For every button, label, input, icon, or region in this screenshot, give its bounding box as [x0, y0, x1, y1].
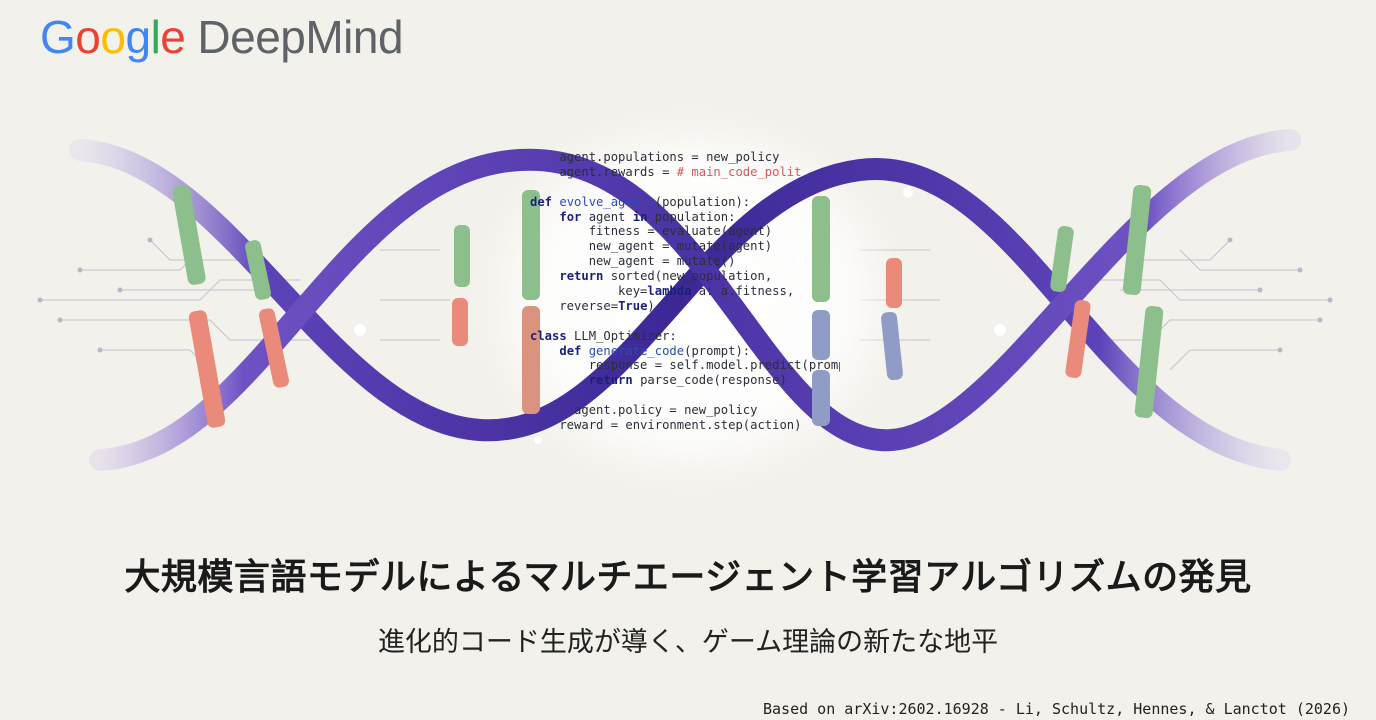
google-letter-g: G: [40, 11, 76, 63]
code-line: agent.rewards = # main_code_polit: [530, 164, 802, 179]
code-line: def evolve_agents(population):: [530, 194, 751, 209]
sparkles: [354, 187, 1006, 444]
code-line: return parse_code(response): [588, 373, 787, 388]
code-line: class LLM_Optimizer:: [530, 328, 677, 343]
google-letter-e: e: [160, 11, 186, 63]
deepmind-wordmark: DeepMind: [197, 11, 404, 63]
citation-text: Based on arXiv:2602.16928 - Li, Schultz,…: [763, 700, 1350, 718]
google-letter-g2: g: [125, 11, 151, 63]
circuit-nodes: [37, 237, 1333, 353]
code-line: [530, 314, 840, 329]
google-letter-o2: o: [100, 11, 126, 63]
code-line: new_agent = mutate(agent): [530, 239, 773, 254]
code-line: response = self.model.predict(prompt): [530, 358, 840, 373]
code-line: [530, 388, 840, 403]
google-wordmark: Google: [40, 10, 186, 64]
dna-helix-illustration: [37, 110, 1333, 490]
code-line: agent.populations = new_policy: [530, 150, 780, 164]
base-pair-rungs: [172, 184, 1164, 428]
google-deepmind-logo: Google DeepMind: [40, 10, 404, 68]
code-line: [530, 180, 840, 195]
code-line: reverse=True): [530, 298, 655, 313]
page-title: 大規模言語モデルによるマルチエージェント学習アルゴリズムの発見: [124, 557, 1252, 598]
code-line: agent.policy = new_policy: [530, 403, 758, 418]
code-line: key=lambda a: a.fitness,: [530, 284, 795, 299]
google-letter-o1: o: [75, 11, 101, 63]
helix-strand-front: [89, 129, 1301, 471]
code-line: reward = environment.step(action): [530, 418, 802, 433]
code-line: fitness = evaluate(agent): [530, 224, 773, 239]
code-snippet: agent.populations = new_policy agent.rew…: [530, 150, 840, 446]
code-line: return sorted(new_population,: [559, 269, 773, 284]
google-letter-l: l: [150, 11, 161, 63]
code-line: new_agent = mutate(): [530, 254, 736, 269]
page-subtitle: 進化的コード生成が導く、ゲーム理論の新たな地平: [377, 627, 999, 658]
code-line: for agent in population:: [559, 209, 736, 224]
code-line: def generate_code(prompt):: [559, 343, 751, 358]
